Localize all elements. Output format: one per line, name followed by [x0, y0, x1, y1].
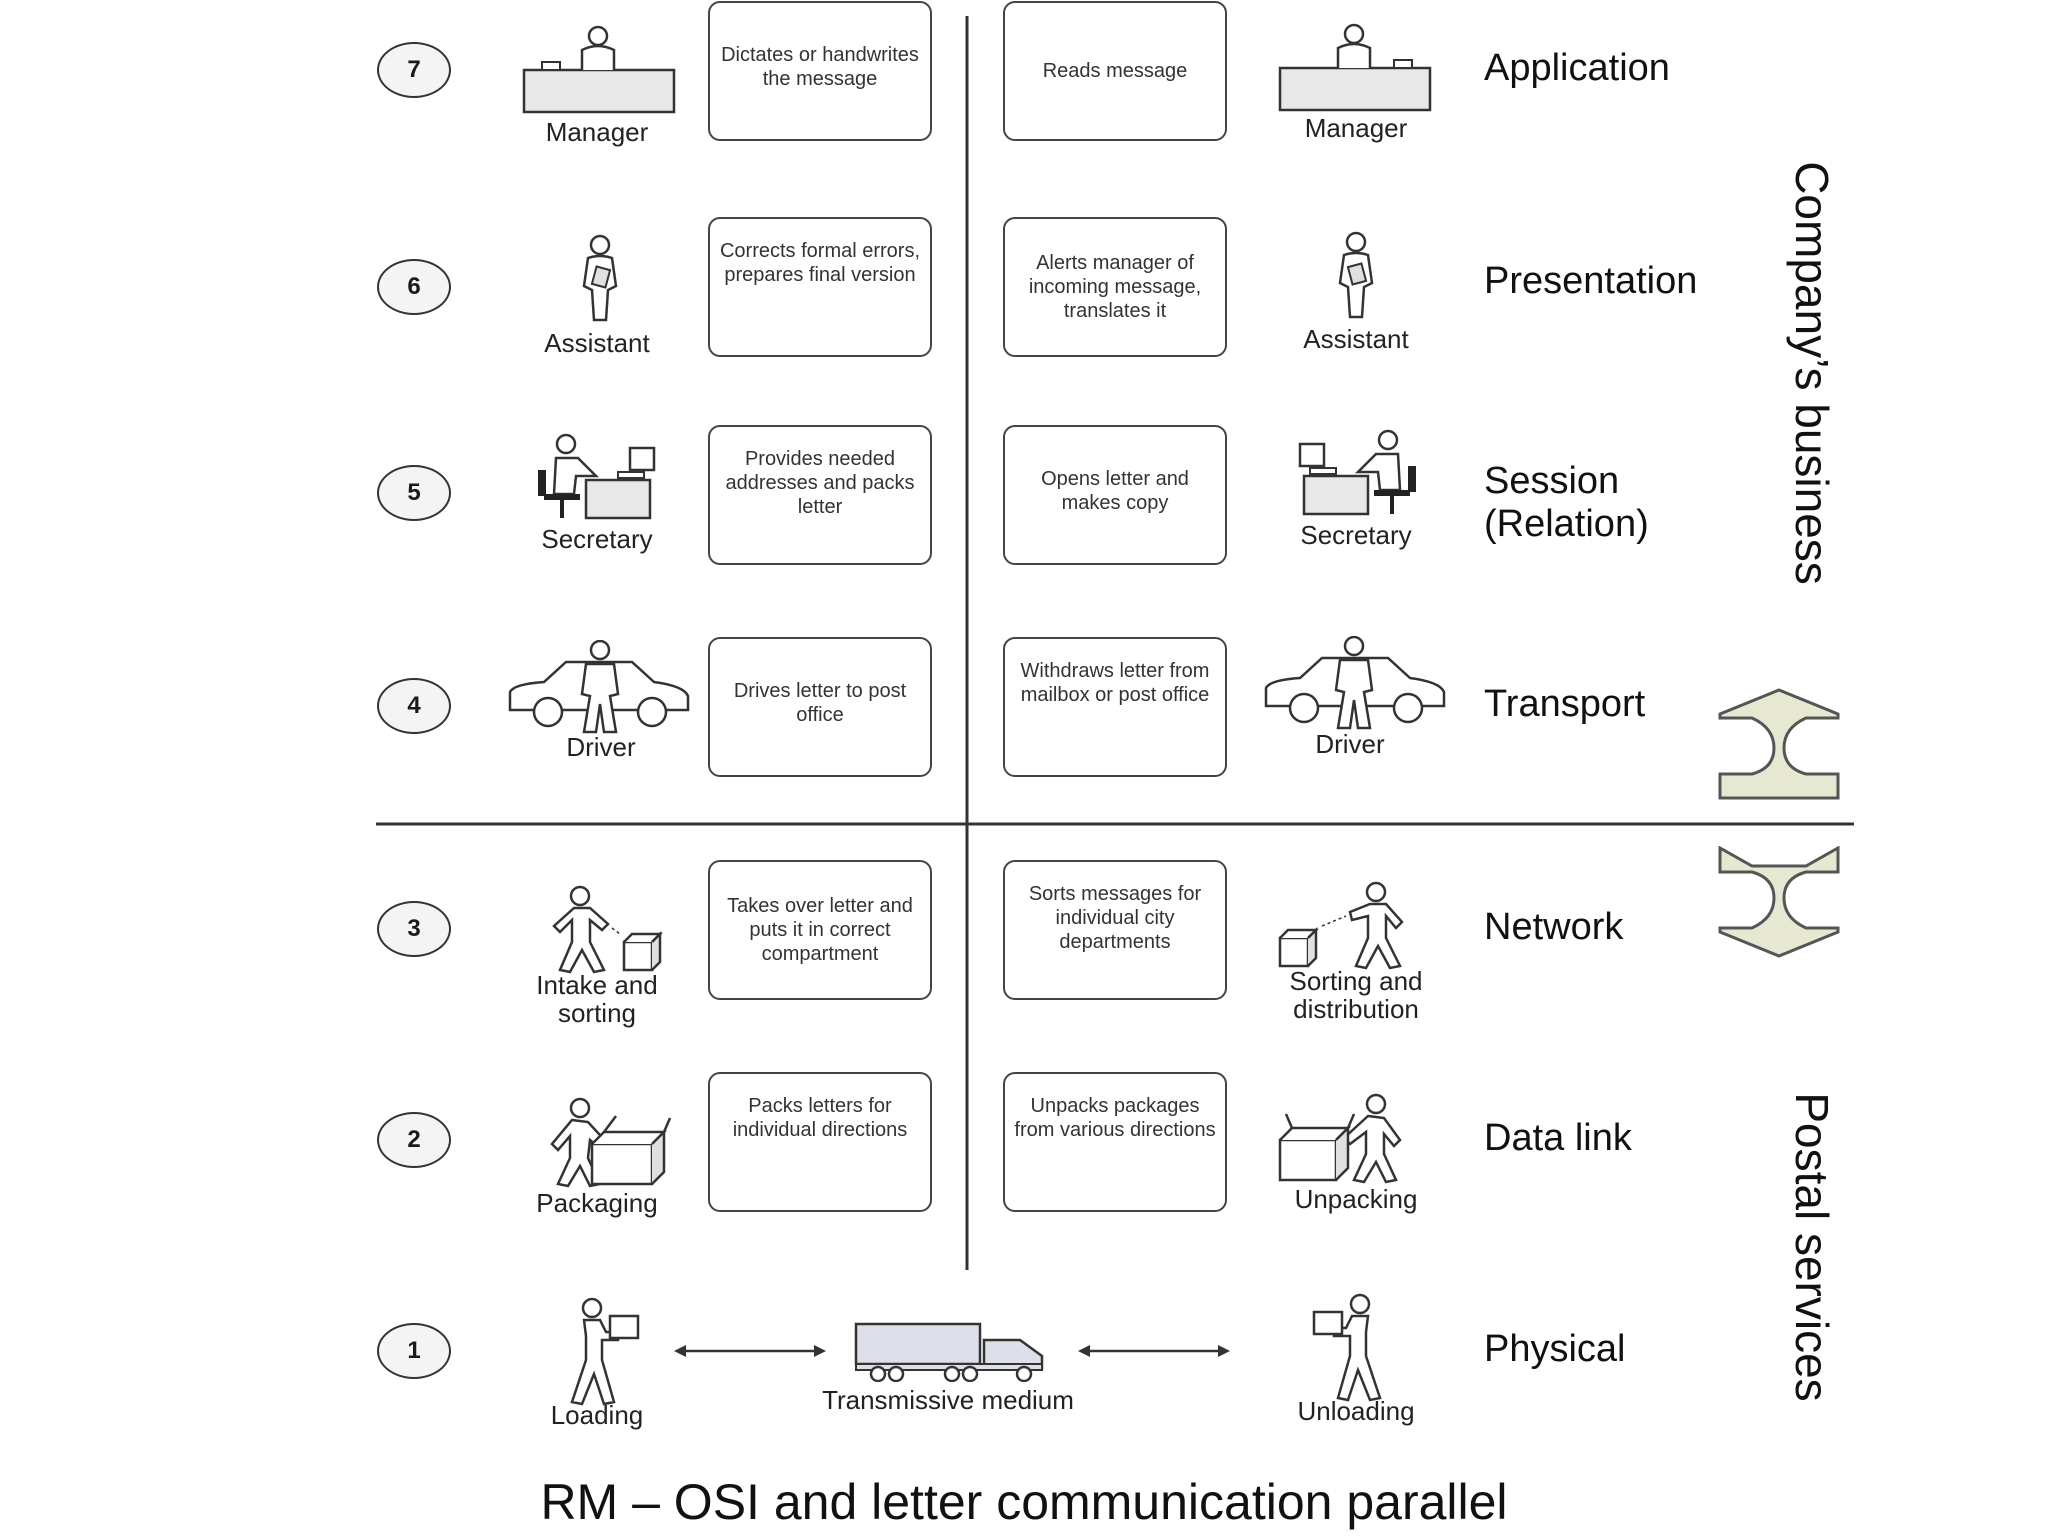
double-arrow-icon [1078, 1345, 1230, 1357]
truck-icon [852, 1318, 1048, 1382]
sender-task-text: Dictates or handwrites the message [721, 44, 919, 90]
layer-number-3: 3 [377, 901, 451, 957]
double-arrow-icon [674, 1345, 826, 1357]
sender-task-text: Drives letter to post office [733, 680, 907, 726]
receiver-task-text: Sorts messages for individual city depar… [1028, 883, 1202, 953]
sender-task-text: Takes over letter and puts it in correct… [727, 895, 913, 965]
osi-layer-name: Physical [1484, 1328, 1626, 1370]
sender-task-text: Provides needed addresses and packs lett… [725, 448, 915, 518]
receiver-task-box: Opens letter and makes copy [1003, 425, 1227, 565]
receiver-task-text: Reads message [1042, 60, 1188, 82]
medium-label: Transmissive medium [822, 1385, 1074, 1415]
sender-task-box: Takes over letter and puts it in correct… [708, 860, 932, 1000]
sender-task-box: Corrects formal errors, prepares final v… [708, 217, 932, 357]
diagram-caption: RM – OSI and letter communication parall… [540, 1474, 1508, 1530]
sender-role-label: Manager [545, 117, 649, 147]
unpacking-worker-icon [1276, 1092, 1436, 1184]
unloading-worker-icon [1304, 1292, 1404, 1402]
receiver-task-box: Reads message [1003, 1, 1227, 141]
receiver-role-label: Driver [1315, 729, 1385, 759]
receiver-role-label: Unloading [1297, 1396, 1415, 1426]
sender-task-text: Packs letters for individual directions [732, 1095, 908, 1141]
receiver-task-box: Unpacks packages from various directions [1003, 1072, 1227, 1212]
layer-number-7: 7 [377, 42, 451, 98]
sender-role-label: Driver [566, 732, 636, 762]
sender-task-box: Provides needed addresses and packs lett… [708, 425, 932, 565]
layer-number-4: 4 [377, 678, 451, 734]
secretary-computer-icon [538, 432, 658, 522]
receiver-role-label: Assistant [1303, 324, 1409, 354]
assistant-icon [570, 234, 630, 324]
secretary-computer-icon [1296, 428, 1416, 518]
manager-desk-icon [520, 24, 680, 114]
receiver-task-box: Alerts manager of incoming message, tran… [1003, 217, 1227, 357]
osi-layer-name-line2: (Relation) [1484, 503, 1649, 545]
osi-layer-name: Presentation [1484, 260, 1698, 302]
layer-number-5: 5 [377, 465, 451, 521]
receiver-role-label: Unpacking [1294, 1184, 1418, 1214]
group-label-company-business: Company’s business [1786, 161, 1838, 585]
driver-car-icon [504, 640, 694, 734]
osi-layer-name: Network [1484, 906, 1624, 948]
manager-desk-icon [1276, 22, 1436, 112]
up-arrow-icon [1718, 688, 1840, 800]
sender-role-label: Assistant [544, 328, 650, 358]
sender-role-label-line1: Intake and [536, 970, 658, 1000]
receiver-role-label-line1: Sorting and [1289, 966, 1423, 996]
sender-task-box: Dictates or handwrites the message [708, 1, 932, 141]
sender-task-box: Drives letter to post office [708, 637, 932, 777]
sender-role-label-line2: sorting [557, 998, 637, 1028]
osi-layer-name-line1: Session [1484, 460, 1620, 502]
receiver-task-text: Withdraws letter from mailbox or post of… [1020, 660, 1210, 706]
loading-worker-icon [548, 1296, 648, 1406]
sender-role-label: Packaging [536, 1188, 658, 1218]
group-label-postal-services: Postal services [1786, 1092, 1838, 1402]
down-arrow-icon [1718, 846, 1840, 958]
assistant-icon [1326, 231, 1386, 321]
osi-layer-name: Data link [1484, 1117, 1632, 1159]
receiver-task-text: Unpacks packages from various directions [1014, 1095, 1216, 1141]
sender-task-text: Corrects formal errors, prepares final v… [719, 240, 921, 286]
receiver-role-label: Manager [1304, 113, 1408, 143]
layer-number-2: 2 [377, 1112, 451, 1168]
receiver-task-text: Opens letter and makes copy [1041, 468, 1189, 514]
osi-layer-name: Application [1484, 47, 1670, 89]
sorting-worker-icon [1276, 880, 1436, 970]
driver-car-icon [1260, 636, 1450, 730]
receiver-role-label: Secretary [1300, 520, 1412, 550]
sender-role-label: Loading [550, 1400, 644, 1430]
layer-number-1: 1 [377, 1323, 451, 1379]
receiver-task-box: Withdraws letter from mailbox or post of… [1003, 637, 1227, 777]
sender-task-box: Packs letters for individual directions [708, 1072, 932, 1212]
layer-number-6: 6 [377, 259, 451, 315]
osi-layer-name: Transport [1484, 683, 1646, 725]
receiver-role-label-line2: distribution [1293, 994, 1419, 1024]
receiver-task-box: Sorts messages for individual city depar… [1003, 860, 1227, 1000]
sender-role-label: Secretary [541, 524, 653, 554]
packaging-worker-icon [520, 1096, 680, 1188]
sorting-worker-icon [520, 884, 680, 974]
receiver-task-text: Alerts manager of incoming message, tran… [1028, 252, 1202, 322]
